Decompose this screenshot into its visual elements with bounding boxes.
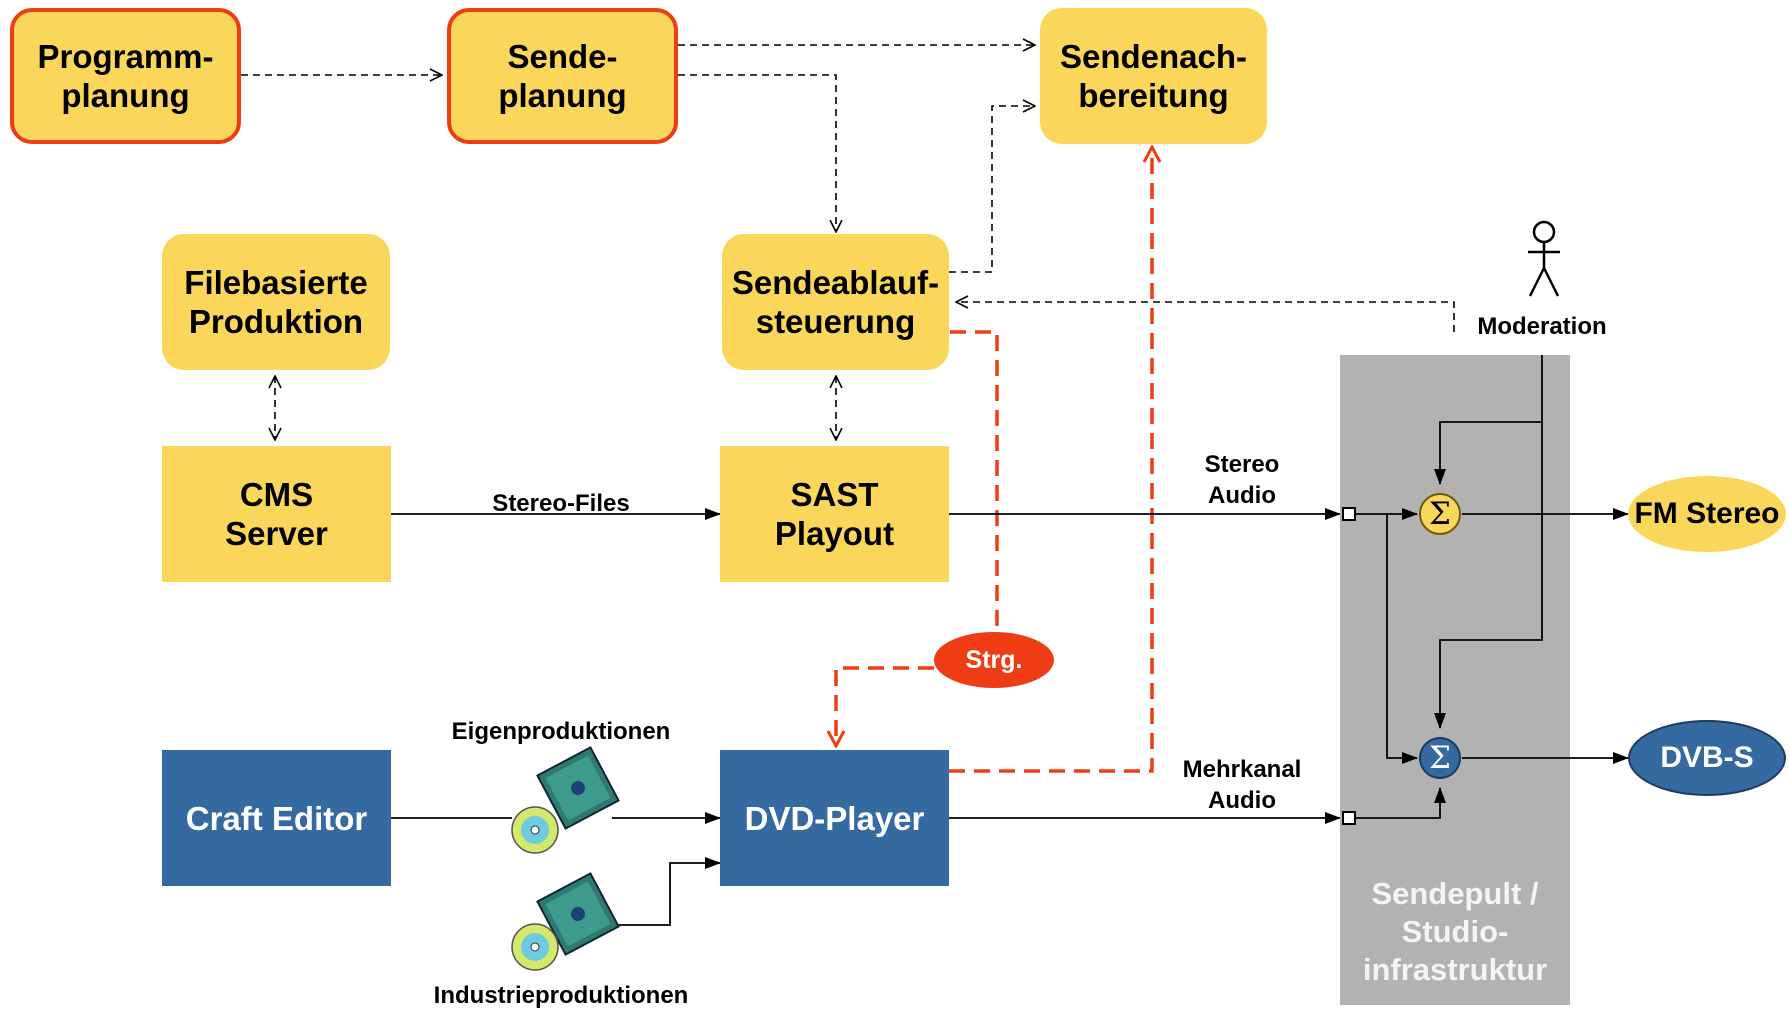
node-craft-editor: Craft Editor xyxy=(162,750,391,886)
node-dvd-player: DVD-Player xyxy=(720,750,949,886)
node-fm-stereo: FM Stereo xyxy=(1628,476,1786,552)
node-sendenachbereitung: Sendenach- bereitung xyxy=(1040,8,1267,144)
label-stereo-files: Stereo-Files xyxy=(492,490,630,517)
node-sendeablaufsteuerung: Sendeablauf- steuerung xyxy=(722,234,949,370)
node-programmplanung: Programm- planung xyxy=(10,8,241,144)
label-industrieproduktionen: Industrieproduktionen xyxy=(433,982,689,1009)
label-stereo-audio: Stereo Audio xyxy=(1204,451,1280,509)
person-icon xyxy=(1528,220,1560,297)
node-cms-server: CMS Server xyxy=(162,446,391,582)
node-dvb-s: DVB-S xyxy=(1628,720,1786,796)
mehrkanal-input-port xyxy=(1342,811,1356,825)
control-flows xyxy=(836,147,1152,773)
node-sendeplanung: Sende- planung xyxy=(447,8,678,144)
sendepult-panel: Sendepult / Studio- infrastruktur xyxy=(1340,355,1570,1005)
label-eigenproduktionen: Eigenproduktionen xyxy=(451,718,671,745)
node-strg: Strg. xyxy=(934,632,1054,688)
stereo-sum-node: Σ xyxy=(1419,493,1461,535)
label-moderation: Moderation xyxy=(1477,313,1607,340)
mehrkanal-sum-node: Σ xyxy=(1419,737,1461,779)
sendepult-label: Sendepult / Studio- infrastruktur xyxy=(1362,876,1548,987)
stereo-input-port xyxy=(1342,507,1356,521)
planning-flows xyxy=(241,45,1455,440)
disc-icon-eigen xyxy=(511,746,620,854)
disc-icon-industrie xyxy=(511,872,620,971)
label-mehrkanal-audio: Mehrkanal Audio xyxy=(1182,756,1302,814)
node-sast-playout: SAST Playout xyxy=(720,446,949,582)
node-filebasierte-produktion: Filebasierte Produktion xyxy=(162,234,390,370)
